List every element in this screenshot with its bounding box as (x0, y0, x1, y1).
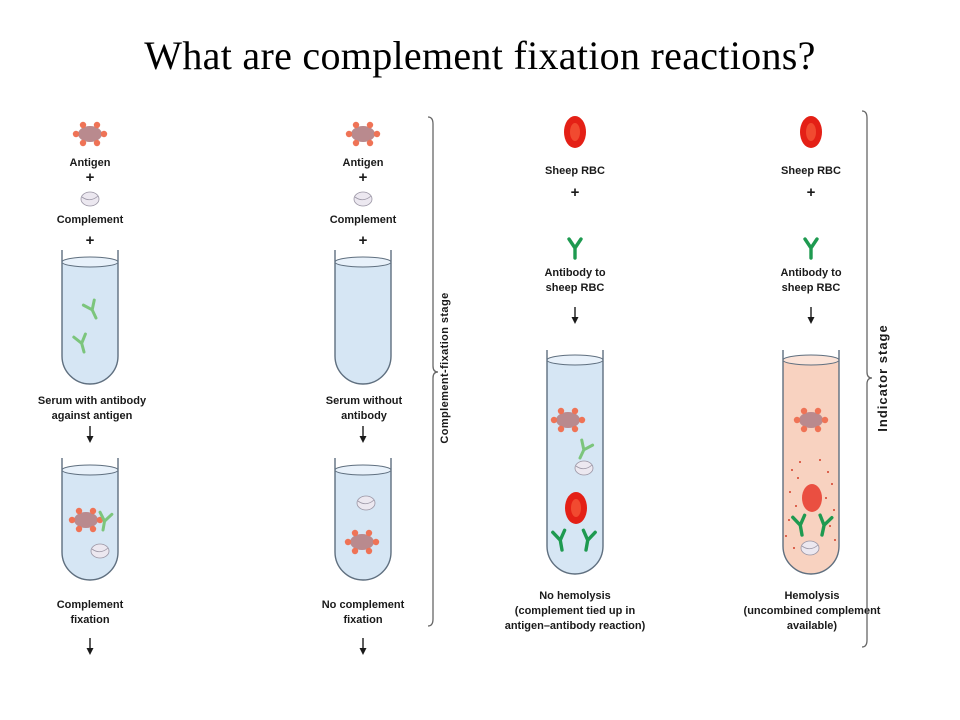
column-3: Sheep RBC + Antibody to sheep RBC No hem… (505, 116, 646, 632)
indicator-stage-label: Indicator stage (875, 324, 890, 431)
antibody-label-line1: Antibody to (780, 267, 841, 279)
arrow-down-icon (806, 306, 816, 325)
test-tube-no-fixation (334, 458, 392, 581)
plus-sign: + (571, 184, 580, 201)
plus-sign: + (86, 232, 95, 249)
antibody-label-line2: sheep RBC (782, 282, 841, 294)
test-tube-fixation (61, 458, 119, 581)
complement-icon (353, 191, 373, 207)
lysis-debris (785, 459, 836, 549)
plus-sign: + (359, 232, 368, 249)
sheep-rbc-icon (564, 116, 586, 148)
test-tube-no-antibody (334, 250, 392, 385)
antibody-label-line2: sheep RBC (546, 282, 605, 294)
arrow-down-icon (358, 637, 368, 656)
tube-label-line1: Serum without (326, 395, 403, 407)
result-label-line2: fixation (70, 614, 109, 626)
sheep-rbc-icon (800, 116, 822, 148)
complement-icon (90, 543, 110, 559)
plus-sign: + (807, 184, 816, 201)
antigen-icon (345, 121, 381, 147)
sheep-rbc-icon (565, 492, 587, 524)
tube-label-line2: against antigen (52, 410, 133, 422)
fixation-stage-bracket: Complement-fixation stage (427, 116, 451, 627)
sheep-rbc-label: Sheep RBC (545, 165, 605, 177)
antigen-icon (72, 121, 108, 147)
complement-icon (800, 540, 820, 556)
antibody-icon (567, 237, 583, 260)
sheep-rbc-label: Sheep RBC (781, 165, 841, 177)
fixation-stage-label: Complement-fixation stage (439, 292, 451, 443)
slide-title: What are complement fixation reactions? (144, 33, 816, 78)
plus-sign: + (86, 169, 95, 186)
result-label-line1: Complement (57, 599, 124, 611)
complement-label: Complement (57, 214, 124, 226)
antigen-label: Antigen (70, 157, 111, 169)
test-tube-hemolysis (782, 350, 840, 575)
complement-label: Complement (330, 214, 397, 226)
antigen-label: Antigen (343, 157, 384, 169)
complement-icon (80, 191, 100, 207)
result-label-line3: antigen–antibody reaction) (505, 620, 646, 632)
arrow-down-icon (358, 425, 368, 444)
result-label-line1: Hemolysis (784, 590, 839, 602)
test-tube-serum (61, 250, 119, 385)
result-label-line1: No complement (322, 599, 405, 611)
lysed-rbc-icon (802, 484, 822, 512)
result-label-line2: (uncombined complement (744, 605, 881, 617)
arrow-down-icon (85, 425, 95, 444)
antibody-icon (803, 237, 819, 260)
column-4: Sheep RBC + Antibody to sheep RBC Hemoly… (744, 116, 881, 632)
column-1: Antigen + Complement + Serum with antibo… (38, 121, 147, 656)
result-label-line3: available) (787, 620, 837, 632)
complement-icon (356, 495, 376, 511)
result-label-line2: fixation (343, 614, 382, 626)
column-2: Antigen + Complement + Serum without ant… (322, 121, 405, 656)
arrow-down-icon (85, 637, 95, 656)
complement-icon (574, 460, 594, 476)
result-label-line2: (complement tied up in (515, 605, 636, 617)
tube-label-line2: antibody (341, 410, 388, 422)
result-label-line1: No hemolysis (539, 590, 611, 602)
arrow-down-icon (570, 306, 580, 325)
antibody-label-line1: Antibody to (544, 267, 605, 279)
indicator-stage-bracket: Indicator stage (861, 110, 890, 648)
plus-sign: + (359, 169, 368, 186)
test-tube-no-hemolysis (546, 350, 604, 575)
tube-label-line1: Serum with antibody (38, 395, 147, 407)
